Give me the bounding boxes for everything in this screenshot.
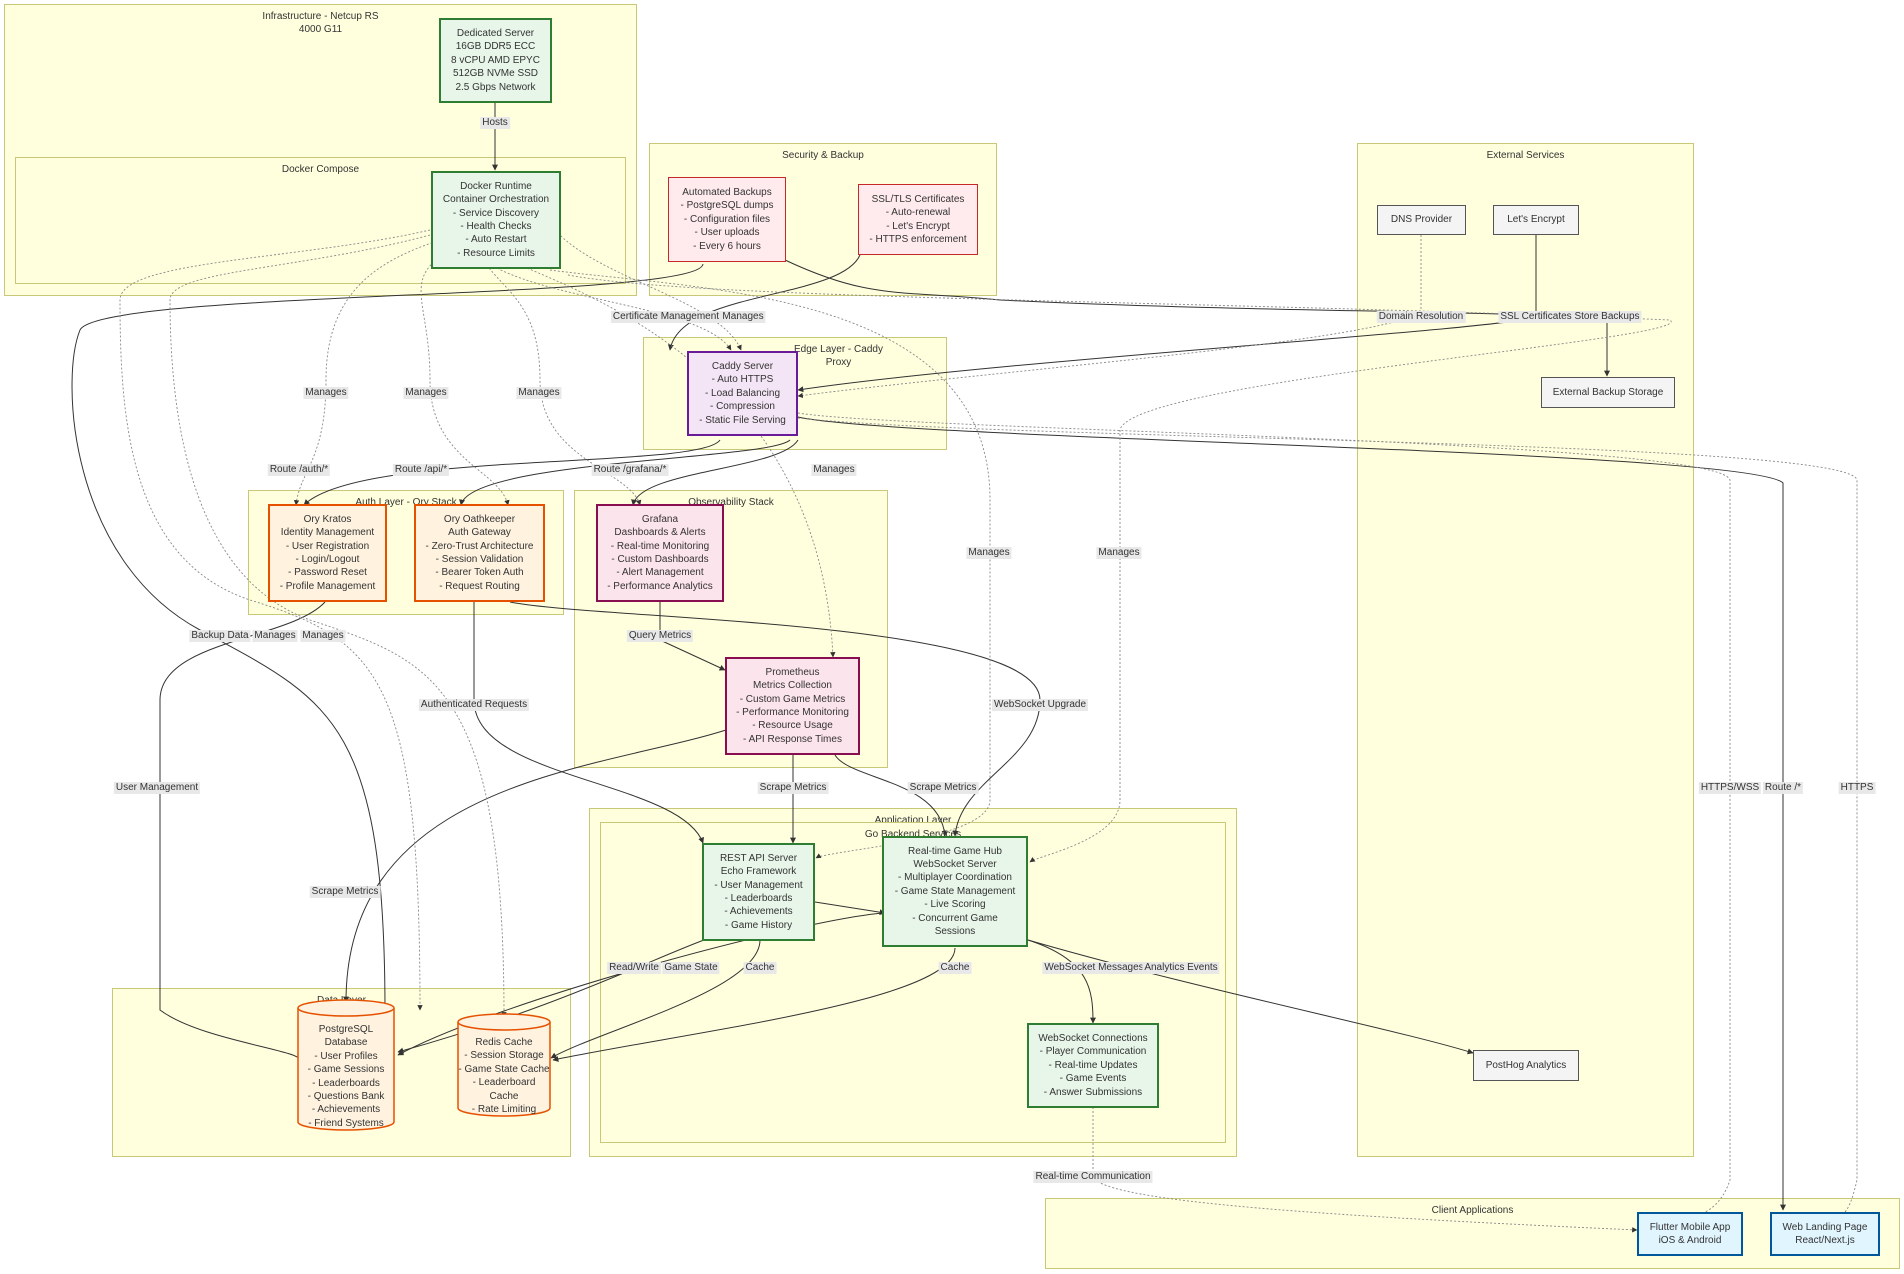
edge-label-manages-prometheus: Manages: [811, 464, 857, 476]
edge-https: [797, 417, 1858, 1220]
edge-label-scrape-hub: Scrape Metrics: [907, 782, 979, 794]
web-landing-page-node: Web Landing Page React/Next.js: [1770, 1212, 1880, 1256]
ory-kratos-node: Ory Kratos Identity Management - User Re…: [268, 504, 387, 602]
edge-label-manages-pg: Manages: [252, 630, 298, 642]
dns-provider-node: DNS Provider: [1377, 205, 1466, 235]
subgraph-application-layer-title: Application Layer: [874, 815, 952, 826]
edge-manages-grafana: [479, 254, 642, 506]
grafana-node: Grafana Dashboards & Alerts - Real-time …: [596, 504, 724, 602]
subgraph-external-services-title: External Services: [1486, 150, 1565, 161]
edge-backup-data: [71, 263, 704, 1013]
edge-manages-redis: [169, 234, 507, 1018]
subgraph-auth-layer-title: Auth Layer - Ory Stack: [355, 497, 457, 508]
edge-scrape-hub: [834, 754, 948, 837]
edge-label-manages-redis: Manages: [300, 630, 346, 642]
realtime-game-hub-node: Real-time Game Hub WebSocket Server - Mu…: [882, 836, 1028, 947]
edge-route-auth: [303, 439, 721, 506]
edge-authenticated-requests: [473, 602, 704, 844]
subgraph-docker-compose-title: Docker Compose: [281, 164, 360, 175]
subgraph-client-applications-title: Client Applications: [1431, 1205, 1514, 1216]
edge-read-write: [397, 939, 705, 1054]
edge-docker-to-caddy-2: [469, 244, 732, 351]
edge-label-backup-data: Backup Data: [189, 630, 251, 642]
edge-route-root: [797, 416, 1786, 1211]
edge-analytics-events: [1027, 939, 1474, 1055]
edge-manages-pg: [119, 229, 431, 1011]
edge-label-manages-grafana: Manages: [516, 387, 562, 399]
automated-backups-node: Automated Backups - PostgreSQL dumps - C…: [668, 177, 786, 262]
edge-label-manages-kratos: Manages: [303, 387, 349, 399]
edge-cache-rest: [550, 939, 761, 1059]
posthog-analytics-node: PostHog Analytics: [1473, 1050, 1579, 1081]
edge-label-store-backups: Store Backups: [1572, 311, 1642, 323]
caddy-server-node: Caddy Server - Auto HTTPS - Load Balanci…: [687, 351, 798, 436]
edge-https-wss: [797, 412, 1731, 1220]
edge-label-route-api: Route /api/*: [392, 464, 450, 476]
rest-api-server-node: REST API Server Echo Framework - User Ma…: [702, 843, 815, 941]
edge-label-manages-rest: Manages: [966, 547, 1012, 559]
edge-rest-hub: [814, 901, 886, 916]
edge-route-grafana: [631, 439, 799, 506]
edge-label-query-metrics: Query Metrics: [626, 630, 694, 642]
edge-label-manages-hub: Manages: [1096, 547, 1142, 559]
websocket-connections-node: WebSocket Connections - Player Communica…: [1027, 1023, 1159, 1108]
edge-label-game-state: Game State: [662, 962, 720, 974]
prometheus-node: Prometheus Metrics Collection - Custom G…: [725, 657, 860, 755]
edge-label-https-wss: HTTPS/WSS: [1698, 782, 1762, 794]
edge-label-websocket-messages: WebSocket Messages: [1042, 962, 1146, 974]
edge-websocket-messages: [1027, 939, 1096, 1024]
edge-store-backups: [784, 259, 1610, 377]
subgraph-client-applications: Client Applications: [1045, 1198, 1900, 1269]
flutter-mobile-app-node: Flutter Mobile App iOS & Android: [1637, 1212, 1743, 1256]
edge-domain-resolution: [797, 235, 1422, 399]
edge-label-hosts: Hosts: [480, 117, 510, 129]
edge-label-scrape-pg: Scrape Metrics: [309, 886, 381, 898]
docker-runtime-node: Docker Runtime Container Orchestration -…: [431, 171, 561, 269]
edge-label-websocket-upgrade: WebSocket Upgrade: [991, 699, 1089, 711]
external-backup-storage-node: External Backup Storage: [1541, 377, 1675, 408]
ssl-certificates-node: SSL/TLS Certificates - Auto-renewal - Le…: [858, 184, 978, 255]
edge-realtime-comm: [1092, 1107, 1638, 1233]
edge-label-https: HTTPS: [1838, 782, 1876, 794]
postgresql-database-node: PostgreSQL Database - User Profiles - Ga…: [307, 1024, 385, 1129]
edge-label-domain-resolution: Domain Resolution: [1376, 311, 1466, 323]
subgraph-infrastructure-title: Infrastructure - Netcup RS 4000 G11: [262, 11, 379, 35]
edge-label-user-management: User Management: [113, 782, 201, 794]
edge-websocket-upgrade: [509, 601, 1041, 837]
edge-scrape-pg: [343, 729, 727, 1003]
subgraph-edge-layer-title: Edge Layer - Caddy Proxy: [794, 344, 883, 368]
redis-cache-node: Redis Cache - Session Storage - Game Sta…: [458, 1037, 550, 1116]
edge-manages-rest: [549, 269, 991, 859]
edge-user-management: [159, 601, 326, 1061]
edge-label-manages-oathkeeper: Manages: [403, 387, 449, 399]
edge-label-authenticated-requests: Authenticated Requests: [418, 699, 530, 711]
edge-label-route-grafana: Route /grafana/*: [591, 464, 669, 476]
subgraph-security-backup-title: Security & Backup: [782, 150, 864, 161]
subgraph-observability-title: Observability Stack: [688, 497, 774, 508]
ory-oathkeeper-node: Ory Oathkeeper Auth Gateway - Zero-Trust…: [414, 504, 545, 602]
edge-cert-mgmt: [667, 254, 861, 351]
edge-label-route-auth: Route /auth/*: [267, 464, 331, 476]
edge-label-realtime-comm: Real-time Communication: [1033, 1171, 1153, 1183]
dedicated-server-node: Dedicated Server 16GB DDR5 ECC 8 vCPU AM…: [439, 18, 552, 103]
edge-label-scrape-rest: Scrape Metrics: [757, 782, 829, 794]
edge-manages-prometheus: [519, 264, 836, 658]
edge-label-read-write: Read/Write: [607, 962, 661, 974]
edge-label-route-root: Route /*: [1762, 782, 1804, 794]
edge-label-analytics-events: Analytics Events: [1142, 962, 1220, 974]
edge-label-cert-mgmt: Certificate Management: [610, 311, 722, 323]
edge-manages-hub: [567, 274, 1672, 863]
edge-label-cache-rest: Cache: [743, 962, 777, 974]
edge-label-cache-hub: Cache: [938, 962, 972, 974]
edge-label-ssl-certs: SSL Certificates: [1498, 311, 1574, 323]
edge-label-manages-caddy: Manages: [720, 311, 766, 323]
lets-encrypt-node: Let's Encrypt: [1493, 205, 1579, 235]
